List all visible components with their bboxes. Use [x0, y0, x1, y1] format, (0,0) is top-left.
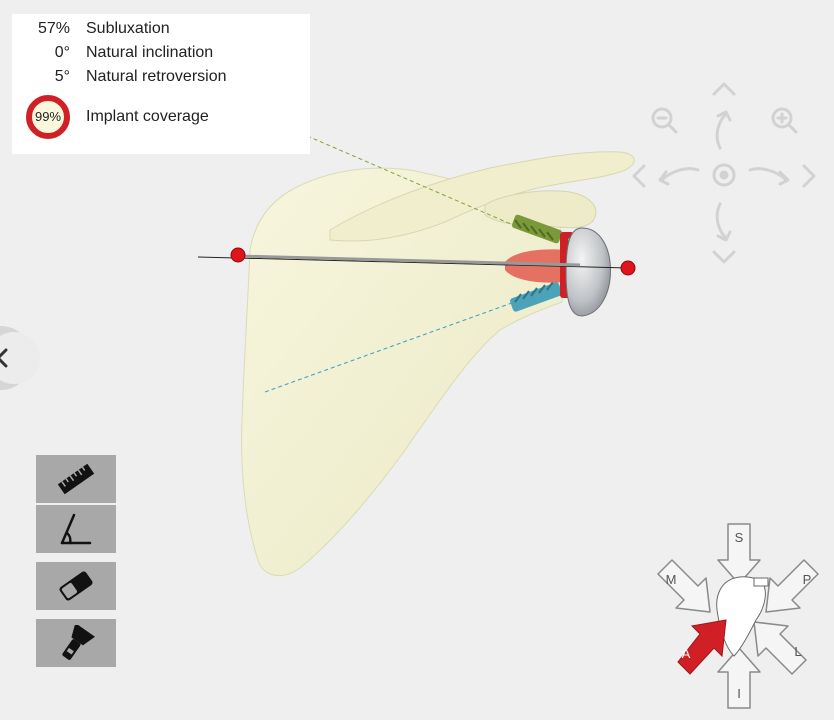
superior-screw — [511, 214, 563, 244]
camera-controls — [632, 82, 816, 264]
rotate-left-icon[interactable] — [658, 167, 700, 186]
view-inferior-arrow[interactable] — [717, 647, 761, 709]
reset-view-icon[interactable] — [712, 163, 736, 187]
eraser-icon — [59, 571, 93, 601]
coverage-value: 99% — [34, 109, 62, 124]
side-panel-toggle[interactable] — [0, 326, 40, 390]
orientation-label-posterior: P — [803, 572, 812, 587]
implant-axis — [197, 256, 629, 269]
flashlight-icon — [62, 625, 96, 660]
retroversion-value: 5° — [54, 68, 70, 85]
measurement-panel: 57% Subluxation 0° Natural inclination 5… — [12, 14, 310, 154]
retroversion-label: Natural retroversion — [86, 68, 227, 85]
angle-icon — [60, 513, 92, 545]
side-panel-toggle-inner — [0, 332, 40, 384]
pan-down-icon[interactable] — [712, 250, 736, 264]
eraser-tool-button[interactable] — [36, 562, 116, 610]
inferior-screw — [510, 281, 562, 312]
flashlight-tool-button[interactable] — [36, 619, 116, 667]
ruler-icon — [57, 463, 95, 495]
scapula-acromion — [329, 151, 635, 242]
pan-right-icon[interactable] — [802, 164, 816, 188]
inclination-value: 0° — [54, 44, 70, 61]
angle-tool-button[interactable] — [36, 505, 116, 553]
axis-handle-medial[interactable] — [230, 247, 246, 263]
axis-handle-lateral[interactable] — [620, 260, 636, 276]
inclination-label: Natural inclination — [86, 44, 214, 61]
superior-screw-trajectory — [274, 121, 521, 229]
chevron-left-icon — [0, 348, 8, 368]
inferior-screw-trajectory — [264, 299, 521, 393]
view-superior-arrow[interactable] — [717, 523, 761, 585]
orientation-label-medial: M — [666, 572, 677, 587]
rotate-up-icon[interactable] — [715, 110, 732, 150]
zoom-out-icon[interactable] — [651, 107, 678, 134]
zoom-in-icon[interactable] — [771, 107, 798, 134]
glenosphere[interactable] — [565, 227, 611, 317]
view-lateral-arrow[interactable] — [753, 621, 807, 675]
subluxation-value: 57% — [37, 20, 70, 37]
rotate-down-icon[interactable] — [715, 202, 732, 242]
ruler-tool-button[interactable] — [36, 455, 116, 503]
coverage-label: Implant coverage — [86, 108, 209, 125]
orientation-label-superior: S — [735, 530, 744, 545]
orientation-label-anterior: A — [682, 646, 691, 661]
pan-left-icon[interactable] — [632, 164, 646, 188]
view-medial-arrow[interactable] — [657, 559, 711, 613]
orientation-label-lateral: L — [794, 644, 801, 659]
orientation-label-inferior: I — [737, 686, 741, 701]
rotate-right-icon[interactable] — [748, 167, 790, 186]
coverage-ring: 99% — [26, 95, 70, 139]
subluxation-label: Subluxation — [86, 20, 170, 37]
pan-up-icon[interactable] — [712, 82, 736, 96]
view-anterior-arrow[interactable] — [677, 619, 727, 675]
view-posterior-arrow[interactable] — [765, 559, 819, 613]
orientation-widget: S I M P L A — [657, 523, 819, 709]
